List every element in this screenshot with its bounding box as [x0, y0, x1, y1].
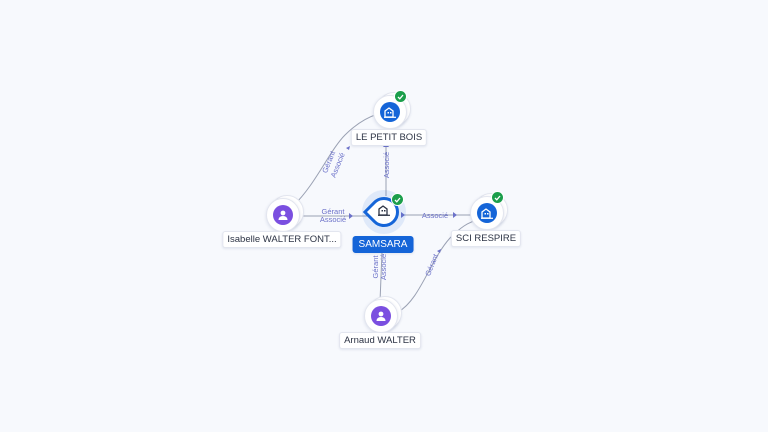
edge-arnaud-respire — [397, 219, 479, 313]
node-label-le-petit-bois[interactable]: LE PETIT BOIS — [350, 129, 428, 146]
building-icon — [477, 203, 497, 223]
edge-label-associe: Associé — [320, 215, 346, 224]
arrowhead — [349, 213, 353, 219]
node-label-arnaud-walter[interactable]: Arnaud WALTER — [339, 332, 421, 349]
edge-label-gerant: Gérant — [322, 207, 346, 216]
node-label-sci-respire[interactable]: SCI RESPIRE — [450, 230, 522, 247]
edge-isabelle-petit-bois — [293, 113, 379, 206]
node-samsara[interactable] — [361, 189, 407, 235]
check-icon — [491, 191, 504, 204]
person-icon — [371, 306, 391, 326]
edge-label-gerant: Gérant — [371, 255, 380, 279]
edge-label-associe: Associé — [422, 211, 448, 220]
edge-label-associe: Associé — [379, 254, 388, 280]
arrowhead — [401, 212, 405, 218]
check-icon — [394, 90, 407, 103]
node-sci-respire[interactable] — [467, 191, 508, 233]
building-icon — [378, 203, 390, 221]
node-le-petit-bois[interactable] — [370, 90, 411, 132]
person-icon — [273, 205, 293, 225]
node-arnaud-walter[interactable] — [361, 296, 402, 336]
edge-label-associe: Associé — [382, 152, 391, 178]
edge-label-gerant: Gérant — [423, 252, 440, 277]
node-label-samsara[interactable]: SAMSARA — [352, 236, 414, 253]
node-isabelle-walter[interactable] — [263, 195, 304, 235]
arrowhead — [453, 212, 457, 218]
building-icon — [380, 102, 400, 122]
arrowhead — [437, 249, 441, 253]
node-label-isabelle-walter[interactable]: Isabelle WALTER FONT... — [222, 231, 342, 248]
check-icon — [391, 193, 404, 206]
edge-arnaud-samsara — [379, 251, 383, 303]
arrowhead — [346, 146, 350, 150]
